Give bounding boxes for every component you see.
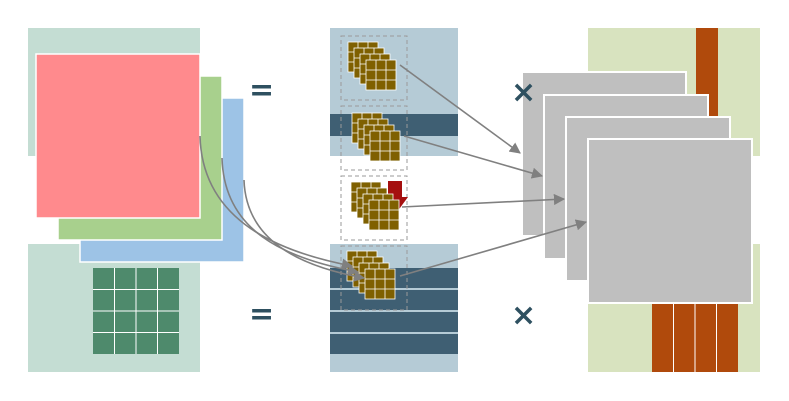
kernel-bottom-band-3 xyxy=(330,312,458,332)
kernel-group-2 xyxy=(340,105,408,171)
kernel-group-4 xyxy=(340,245,408,311)
arrow-blue-to-kernel xyxy=(243,179,366,282)
output-column xyxy=(521,28,760,372)
arrow-green-to-kernel xyxy=(221,157,360,276)
kernel-group-3 xyxy=(340,175,408,241)
arrow-kernel1-to-output1 xyxy=(399,64,521,154)
kernel-group-1 xyxy=(340,35,408,101)
arrow-red-to-kernel xyxy=(199,135,354,270)
kernel-bottom-band-4 xyxy=(330,334,458,354)
input-channel-red xyxy=(35,53,201,219)
equals-operator-top: = xyxy=(249,73,275,108)
input-to-kernel-arrows xyxy=(199,135,366,282)
input-column xyxy=(28,28,245,372)
kernel-to-output-arrows xyxy=(399,64,588,277)
kernel-bottom-band-2 xyxy=(330,290,458,310)
output-map-4 xyxy=(587,138,753,304)
equals-operator-bottom: = xyxy=(249,297,275,332)
arrow-kernel2-to-output2 xyxy=(403,135,544,179)
arrow-kernel3-to-output3 xyxy=(401,193,566,208)
arrow-kernel4-to-output4 xyxy=(399,219,588,277)
times-operator-bottom: × xyxy=(511,298,537,333)
kernel-column xyxy=(330,28,458,372)
times-operator-top: × xyxy=(511,75,537,110)
input-pixel-grid xyxy=(93,268,179,354)
